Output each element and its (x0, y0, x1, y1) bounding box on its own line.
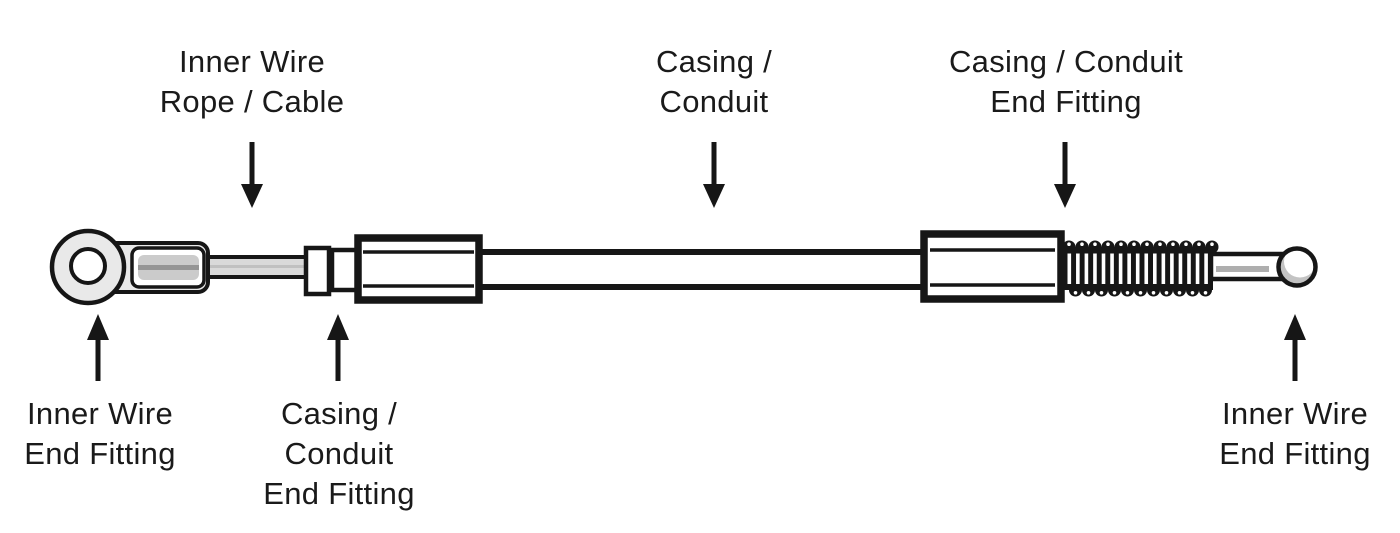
crimp-cable-stripe (138, 265, 199, 270)
fitting-collar-small (303, 245, 332, 297)
spring-crest-dot (1184, 242, 1188, 246)
casing-end-fitting-right (920, 230, 1065, 303)
spring-crest-dot (1073, 291, 1078, 295)
spring-gap (1067, 253, 1072, 284)
label-line: Casing / (280, 396, 398, 431)
inner-wire-end-fitting-eyelet (49, 228, 210, 306)
label-casing-conduit-end-fitting-top: Casing / Conduit End Fitting (949, 42, 1183, 122)
up-arrow-casing-end-fitting-icon (327, 314, 349, 381)
spring-gap (1187, 253, 1191, 284)
inner-wire-end-fitting-ball (1208, 245, 1318, 288)
spring-gap (1084, 253, 1089, 284)
spring-crest-dot (1132, 242, 1136, 246)
label-line: Inner Wire (27, 396, 173, 431)
conduit (478, 249, 928, 290)
label-line: End Fitting (1219, 436, 1371, 471)
fitting-body (354, 234, 483, 304)
label-line: Casing / Conduit (949, 44, 1183, 79)
spring-crest-dot (1138, 291, 1143, 295)
fitting-body (920, 230, 1065, 303)
spring-crest-dot (1106, 242, 1110, 246)
coil-spring (1061, 240, 1219, 297)
inner-wire (198, 255, 312, 279)
spring-crest-dot (1086, 291, 1091, 295)
spring-crest-dot (1093, 242, 1097, 246)
spring-crest-dot (1197, 242, 1201, 246)
spring-crest-dot (1171, 242, 1175, 246)
spring-crest-dot (1158, 242, 1162, 246)
spring-gap (1076, 253, 1080, 284)
eyelet-hole (69, 247, 107, 285)
label-line: Rope / Cable (159, 84, 345, 119)
spring-gap (1170, 253, 1174, 284)
spring-gap (1093, 253, 1097, 284)
spring-crest-dot (1145, 242, 1149, 246)
spring-crest-dot (1164, 291, 1169, 295)
spring-crest-dot (1112, 291, 1117, 295)
label-line: End Fitting (24, 436, 176, 471)
label-inner-wire-end-fitting-left: Inner Wire End Fitting (24, 394, 176, 474)
label-line: Conduit (659, 84, 769, 119)
spring-crest-dot (1067, 242, 1071, 246)
spring-crest-dot (1210, 242, 1214, 246)
label-line: Inner Wire (1222, 396, 1368, 431)
spring-crest-dot (1151, 291, 1156, 295)
spring-gap (1204, 253, 1208, 284)
spring-crest-dot (1203, 291, 1208, 295)
label-inner-wire-end-fitting-right: Inner Wire End Fitting (1219, 394, 1371, 474)
spring-gap (1101, 253, 1106, 284)
spring-crest-dot (1125, 291, 1130, 295)
casing-end-fitting-left (303, 234, 483, 304)
label-casing-conduit-end-fitting-bottom: Casing / Conduit End Fitting (263, 394, 415, 514)
label-inner-wire-rope-cable: Inner Wire Rope / Cable (160, 42, 345, 122)
label-line: Conduit (284, 436, 394, 471)
spring-gap (1110, 253, 1114, 284)
spring-crest-dot (1190, 291, 1195, 295)
spring-crest-dot (1177, 291, 1182, 295)
up-arrow-inner-wire-end-fitting-right-icon (1284, 314, 1306, 381)
down-arrow-inner-wire-rope-icon (241, 142, 263, 208)
spring-gap (1135, 253, 1140, 284)
spring-gap (1127, 253, 1131, 284)
inner-wire-highlight (203, 265, 307, 268)
spring-crest-dot (1099, 291, 1104, 295)
ball-rod-stripe (1216, 266, 1269, 272)
ball-outline (1276, 246, 1318, 288)
down-arrow-casing-end-fitting-icon (1054, 142, 1076, 208)
spring-gap (1195, 253, 1200, 284)
spring-crest-dot (1119, 242, 1123, 246)
spring-gap (1178, 253, 1183, 284)
label-line: Inner Wire (179, 44, 325, 79)
spring-gap (1161, 253, 1166, 284)
up-arrow-inner-wire-end-fitting-left-icon (87, 314, 109, 381)
spring-gap (1153, 253, 1157, 284)
label-casing-conduit: Casing / Conduit (656, 42, 772, 122)
spring-gap (1118, 253, 1123, 284)
down-arrow-casing-conduit-icon (703, 142, 725, 208)
label-line: End Fitting (263, 476, 415, 511)
spring-crest-dot (1080, 242, 1084, 246)
label-line: Casing / (655, 44, 773, 79)
spring-gap (1144, 253, 1149, 284)
label-line: End Fitting (990, 84, 1142, 119)
